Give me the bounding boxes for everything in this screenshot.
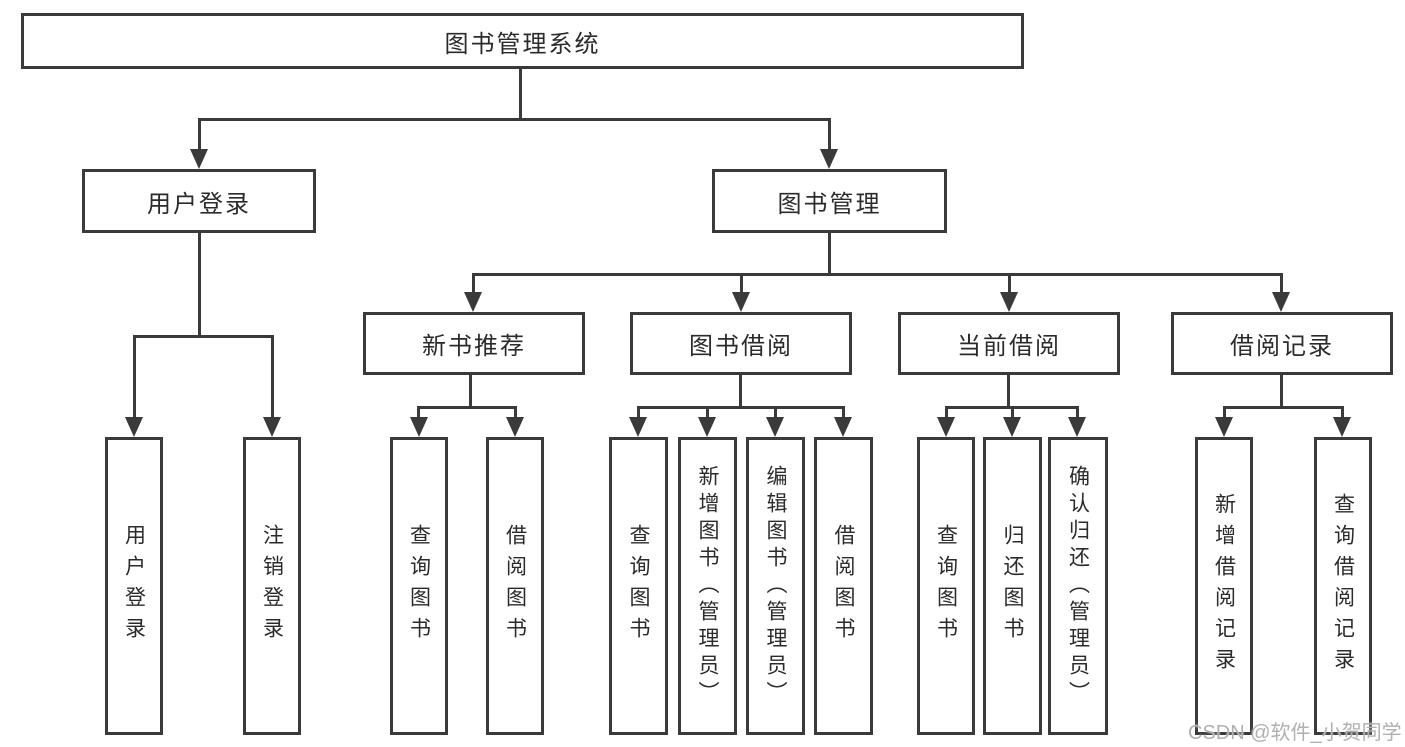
node-user-login-leaf: 用户登录 — [105, 437, 163, 735]
arrow-down-icon — [464, 292, 482, 312]
connector-hline — [198, 118, 831, 121]
connector-hline — [637, 406, 845, 409]
arrow-down-icon — [410, 417, 428, 437]
connector-vline — [828, 118, 831, 152]
connector-vline — [519, 69, 522, 118]
node-borrow-books-recommend: 借阅图书 — [486, 437, 544, 735]
arrow-down-icon — [834, 417, 852, 437]
connector-vline — [417, 406, 420, 420]
node-label: 编辑图书（管理员） — [764, 464, 787, 708]
connector-vline — [1223, 406, 1226, 420]
node-label: 归还图书 — [1001, 524, 1024, 648]
node-label: 借阅记录 — [1230, 333, 1334, 360]
node-label: 查询图书 — [407, 524, 431, 648]
connector-vline — [1341, 406, 1344, 420]
node-add-borrow-record: 新增借阅记录 — [1195, 437, 1253, 735]
arrow-down-icon — [190, 149, 208, 169]
arrow-down-icon — [732, 292, 750, 312]
node-query-borrow-record: 查询借阅记录 — [1314, 437, 1372, 735]
node-label: 新增图书（管理员） — [696, 464, 719, 708]
node-add-book-admin: 新增图书（管理员） — [678, 437, 737, 735]
connector-hline — [133, 335, 274, 338]
node-label: 注销登录 — [260, 524, 284, 648]
arrow-down-icon — [1068, 417, 1086, 437]
connector-vline — [133, 335, 136, 420]
node-borrow-records: 借阅记录 — [1171, 312, 1393, 375]
connector-vline — [637, 406, 640, 420]
node-system-root: 图书管理系统 — [21, 13, 1024, 69]
connector-hline — [417, 406, 517, 409]
connector-vline — [198, 233, 201, 335]
node-label: 确认归还（管理员） — [1066, 464, 1090, 708]
connector-vline — [1007, 375, 1010, 406]
arrow-down-icon — [820, 149, 838, 169]
node-label: 当前借阅 — [957, 333, 1061, 360]
connector-vline — [469, 375, 472, 406]
arrow-down-icon — [698, 417, 716, 437]
connector-vline — [740, 273, 743, 295]
node-label: 借阅图书 — [832, 524, 855, 648]
node-label: 图书管理 — [777, 190, 882, 218]
node-book-management: 图书管理 — [712, 169, 947, 233]
connector-hline — [473, 273, 1283, 276]
connector-vline — [514, 406, 517, 420]
node-label: 用户登录 — [122, 524, 146, 648]
arrow-down-icon — [1003, 417, 1021, 437]
arrow-down-icon — [506, 417, 524, 437]
connector-vline — [1280, 273, 1283, 295]
node-label: 图书借阅 — [689, 333, 793, 360]
connector-vline — [1008, 273, 1011, 295]
node-label: 查询借阅记录 — [1331, 493, 1355, 679]
connector-vline — [706, 406, 709, 420]
node-label: 用户登录 — [147, 190, 251, 218]
arrow-down-icon — [937, 417, 955, 437]
arrow-down-icon — [1000, 292, 1018, 312]
node-label: 借阅图书 — [503, 524, 527, 648]
node-new-book-recommend: 新书推荐 — [363, 312, 585, 375]
connector-vline — [198, 118, 201, 152]
connector-vline — [739, 375, 742, 406]
node-label: 新书推荐 — [422, 333, 526, 360]
node-label: 新增借阅记录 — [1212, 493, 1236, 679]
connector-vline — [472, 273, 475, 295]
arrow-down-icon — [766, 417, 784, 437]
node-query-books-recommend: 查询图书 — [390, 437, 448, 735]
connector-vline — [828, 233, 831, 273]
arrow-down-icon — [1215, 417, 1233, 437]
node-return-book: 归还图书 — [983, 437, 1042, 735]
connector-vline — [774, 406, 777, 420]
arrow-down-icon — [1333, 417, 1351, 437]
node-logout-leaf: 注销登录 — [243, 437, 301, 735]
connector-vline — [945, 406, 948, 420]
node-label: 查询图书 — [934, 524, 958, 648]
node-label: 图书管理系统 — [444, 30, 601, 58]
connector-vline — [271, 335, 274, 420]
csdn-watermark: CSDN @软件_小贺同学 — [1188, 722, 1402, 744]
connector-hline — [1223, 406, 1344, 409]
connector-vline — [1011, 406, 1014, 420]
node-user-login: 用户登录 — [82, 169, 316, 233]
node-confirm-return-admin: 确认归还（管理员） — [1048, 437, 1108, 735]
arrow-down-icon — [263, 417, 281, 437]
connector-vline — [842, 406, 845, 420]
connector-vline — [1076, 406, 1079, 420]
node-book-borrowing: 图书借阅 — [630, 312, 852, 375]
arrow-down-icon — [125, 417, 143, 437]
connector-vline — [1280, 375, 1283, 406]
node-query-books-current: 查询图书 — [917, 437, 975, 735]
node-query-books-borrowing: 查询图书 — [609, 437, 668, 735]
arrow-down-icon — [629, 417, 647, 437]
node-edit-book-admin: 编辑图书（管理员） — [746, 437, 805, 735]
node-borrow-books-borrowing: 借阅图书 — [814, 437, 873, 735]
node-label: 查询图书 — [627, 524, 650, 648]
arrow-down-icon — [1272, 292, 1290, 312]
node-current-borrowing: 当前借阅 — [898, 312, 1120, 375]
